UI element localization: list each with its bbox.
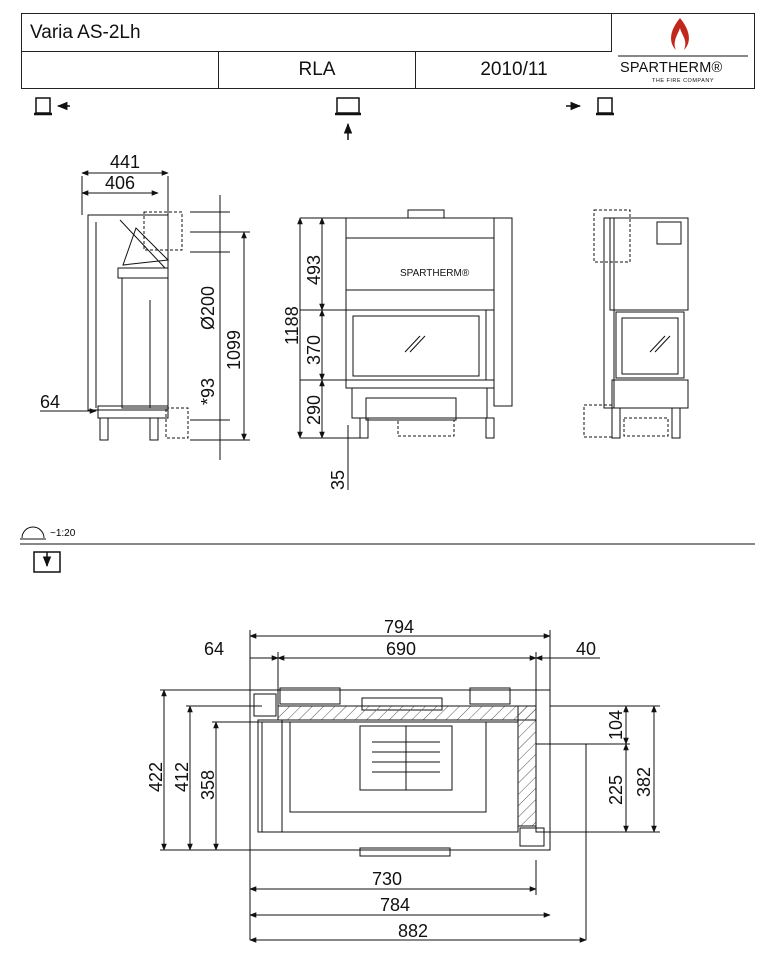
spartherm-logo: SPARTHERM® THE FIRE COMPANY [612,14,754,88]
side-view [40,170,189,441]
dim-225: 225 [606,775,626,805]
dim-441: 441 [110,152,140,172]
dim-93: *93 [198,378,218,405]
dim-382: 382 [634,767,654,797]
dim-64-plan: 64 [204,639,224,659]
model-name: Varia AS-2Lh [22,14,612,52]
dim-358: 358 [198,770,218,800]
top-view-icon [33,551,61,573]
logo-subtitle: THE FIRE COMPANY [652,78,714,84]
dim-370: 370 [304,335,324,365]
dim-40: 40 [576,639,596,659]
right-view [583,209,689,439]
dim-1188: 1188 [282,306,302,345]
dim-493: 493 [304,255,324,285]
dim-35: 35 [328,470,348,490]
dim-412: 412 [172,762,192,792]
dim-290: 290 [304,395,324,425]
front-view [297,209,513,490]
drawing-date: 2010/11 [480,59,548,80]
title-block: Varia AS-2Lh RLA 2010/11 SPARTHERM® THE … [21,13,755,89]
dim-794: 794 [384,617,414,637]
view-right-icon [566,97,614,116]
dim-422: 422 [146,762,166,792]
dim-104: 104 [606,710,626,740]
front-logo: SPARTHERM® [400,268,470,279]
dim-64-side: 64 [40,392,60,412]
dim-882: 882 [398,921,428,941]
scale-icon [20,526,46,540]
vertical-dims-left [190,195,250,460]
view-front-icon [335,97,361,140]
dim-200: Ø200 [198,286,218,330]
model-code: RLA [219,52,416,88]
dim-406: 406 [105,173,135,193]
logo-text: SPARTHERM® [620,60,723,76]
dim-730: 730 [372,869,402,889]
blank-cell [22,52,219,88]
plan-view [160,630,660,943]
dim-1099: 1099 [224,330,244,370]
dim-784: 784 [380,895,410,915]
view-left-icon [34,97,70,116]
scale-label: ~1:20 [50,528,76,539]
dim-690: 690 [386,639,416,659]
